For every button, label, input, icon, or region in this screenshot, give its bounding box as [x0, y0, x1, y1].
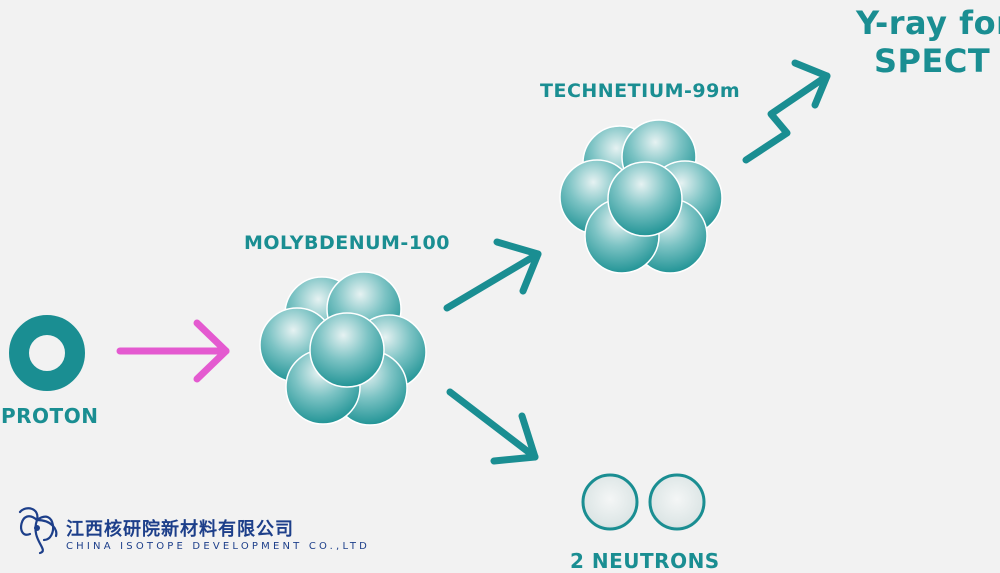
- arrow-to-technetium: [443, 238, 542, 312]
- logo-english-name: CHINA ISOTOPE DEVELOPMENT CO.,LTD: [66, 541, 371, 552]
- arrow-to-neutrons: [446, 388, 539, 465]
- gamma-ray-arrow: [742, 59, 831, 164]
- molybdenum-label: MOLYBDENUM-100: [244, 232, 450, 254]
- gamma-ray-label-line1: Y-ray for: [856, 4, 1000, 42]
- proton-ring: [9, 315, 85, 391]
- gamma-ray-label-line2: SPECT: [874, 42, 991, 80]
- logo-chinese-name: 江西核研院新材料有限公司: [66, 519, 294, 540]
- neutrons-label: 2 NEUTRONS: [570, 549, 720, 573]
- proton-label: PROTON: [1, 404, 99, 428]
- neutron-1: [581, 473, 639, 531]
- technetium-nucleus: [559, 119, 723, 274]
- technetium-label: TECHNETIUM-99m: [540, 80, 741, 102]
- logo-emblem-icon: [18, 507, 58, 555]
- proton-arrow: [116, 319, 230, 383]
- neutron-2: [648, 473, 706, 531]
- molybdenum-nucleus: [259, 271, 427, 426]
